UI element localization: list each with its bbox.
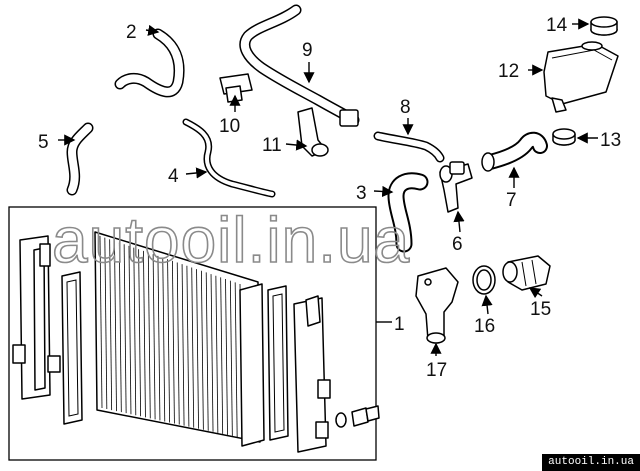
- callout-17: 17: [426, 360, 447, 381]
- callout-1: 1: [394, 314, 405, 335]
- hose-2: [114, 28, 185, 98]
- callout-5: 5: [38, 132, 49, 153]
- callout-16: 16: [474, 316, 495, 337]
- radiator-group-frame: [8, 206, 377, 461]
- callout-3: 3: [356, 183, 367, 204]
- reservoir-12: [543, 41, 619, 113]
- housing-17: [415, 267, 459, 344]
- drain-plug: [335, 405, 380, 428]
- hose-9: [239, 4, 360, 127]
- callout-9: 9: [302, 40, 313, 61]
- radiator-left-tank: [12, 235, 61, 400]
- watermark: autooil.in.ua: [52, 204, 410, 276]
- callout-10: 10: [219, 116, 240, 137]
- hose-7: [481, 131, 548, 172]
- clip-10: [219, 73, 253, 103]
- callout-6: 6: [452, 234, 463, 255]
- hose-3: [387, 172, 429, 253]
- thermostat-15: [502, 255, 551, 291]
- cap-13: [552, 128, 576, 146]
- bracket-6: [439, 161, 473, 213]
- radiator-left-seal: [61, 271, 83, 425]
- callout-12: 12: [498, 61, 519, 82]
- callout-15: 15: [530, 299, 551, 320]
- callout-2: 2: [126, 22, 137, 43]
- radiator-right-seal: [267, 285, 289, 441]
- site-footer-badge: autooil.in.ua: [542, 454, 640, 471]
- radiator-right-tank: [293, 295, 331, 453]
- callout-labels: 1 2 3 4 5 6 7 8 9 10 11 12 13 14 15 16 1…: [38, 15, 621, 381]
- cap-14: [590, 16, 618, 36]
- radiator-core: [94, 231, 265, 447]
- hose-4: [182, 118, 276, 198]
- callout-14: 14: [546, 15, 568, 36]
- gasket-16: [472, 265, 496, 295]
- callout-4: 4: [168, 166, 179, 187]
- callout-13: 13: [600, 130, 621, 151]
- leader-lines: [58, 18, 598, 356]
- hose-5: [66, 122, 94, 196]
- bracket-11: [297, 107, 329, 157]
- hose-8: [373, 131, 445, 163]
- callout-11: 11: [262, 135, 282, 156]
- callout-8: 8: [400, 97, 411, 118]
- callout-7: 7: [506, 190, 517, 211]
